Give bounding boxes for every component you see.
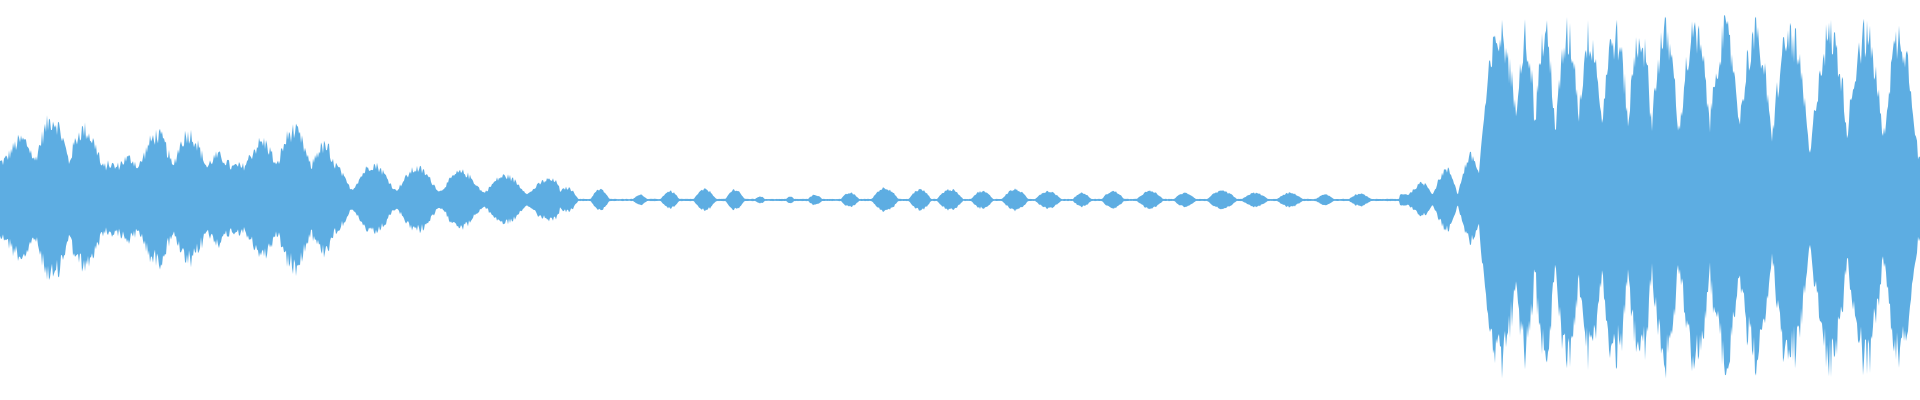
- waveform-amplitude-envelope: [0, 15, 1920, 379]
